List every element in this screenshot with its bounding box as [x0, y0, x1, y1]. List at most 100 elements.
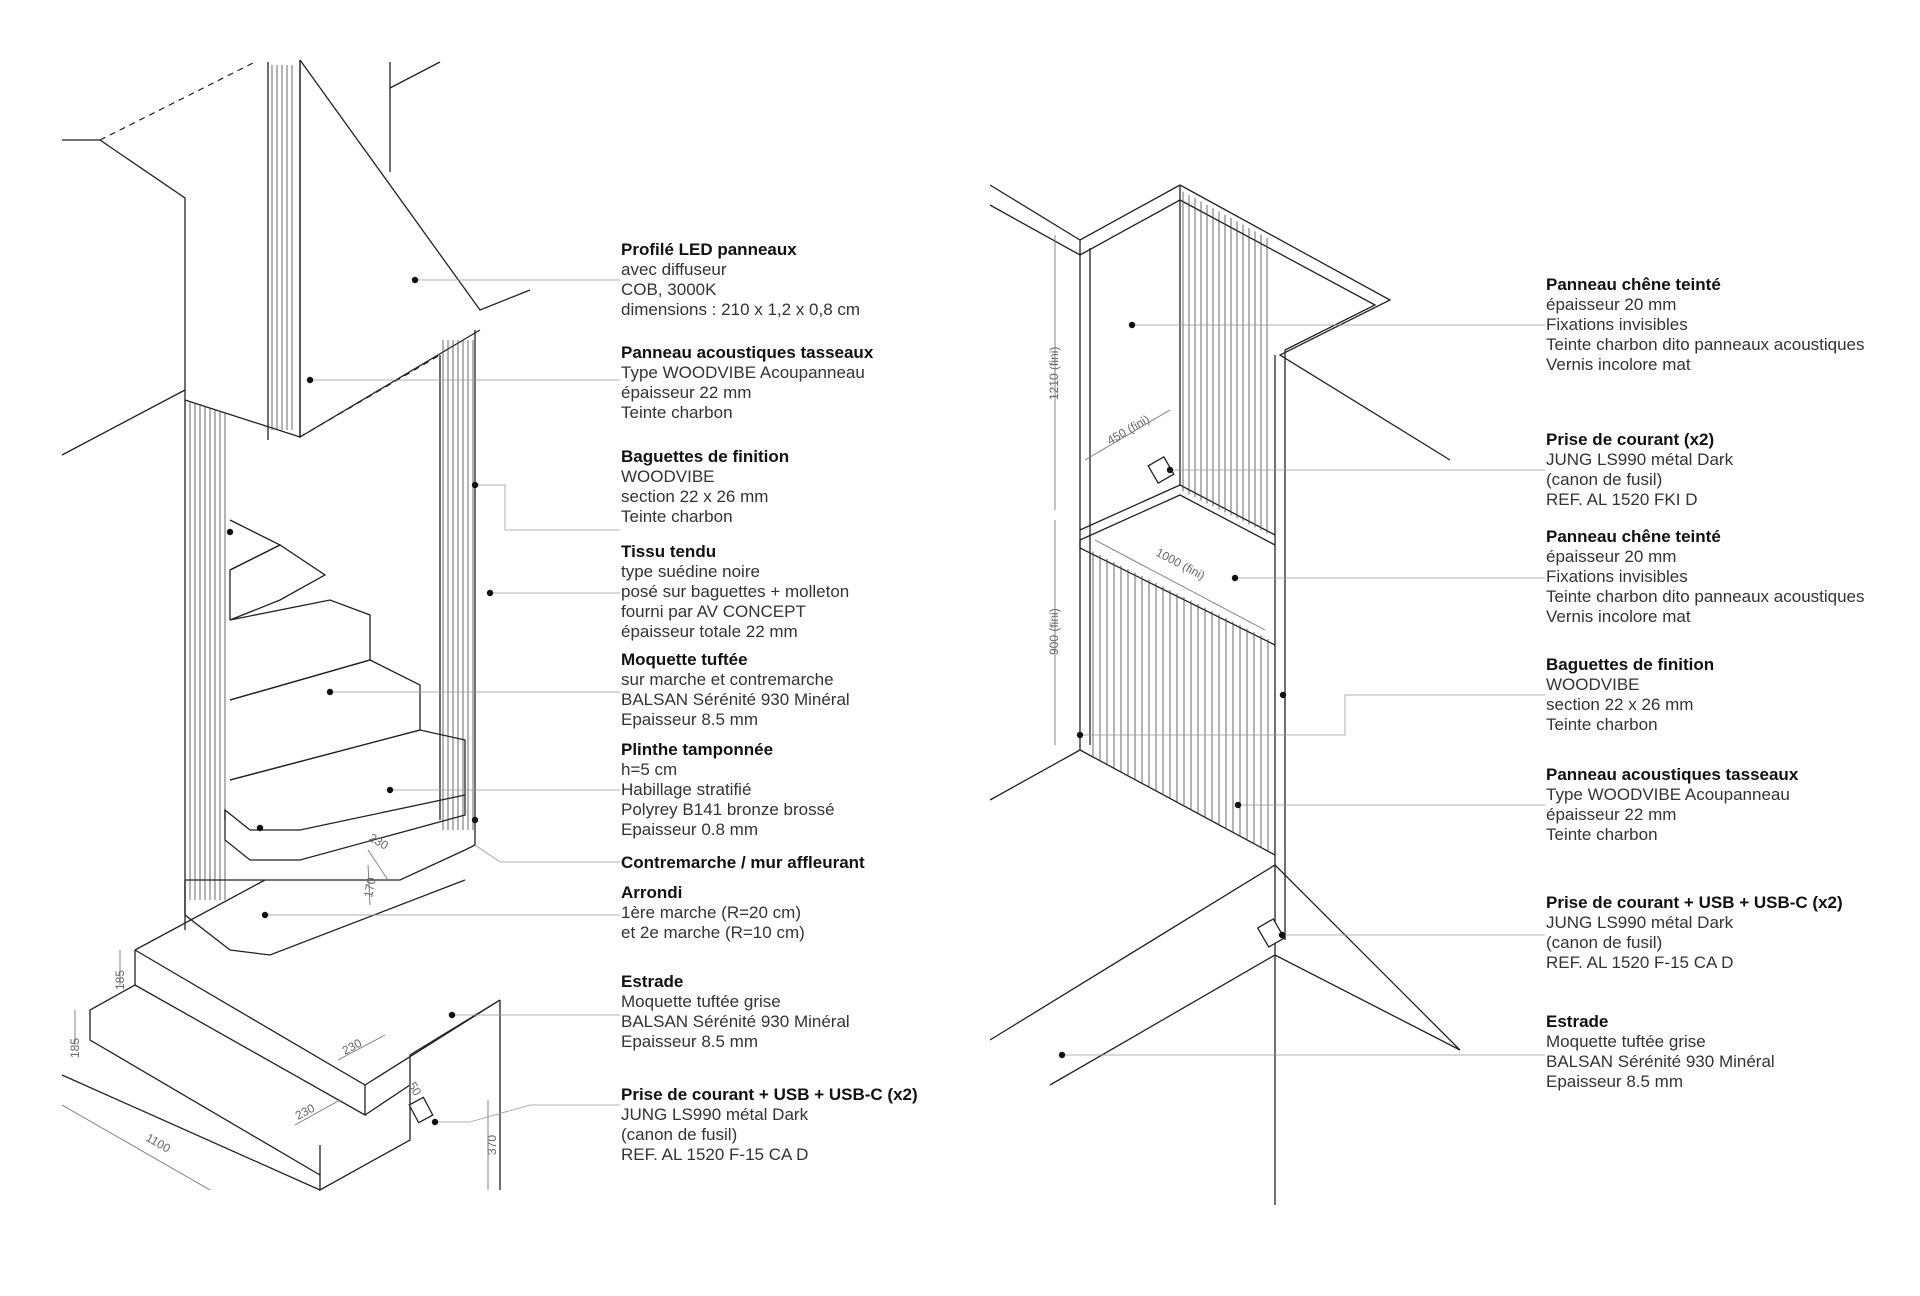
right-leaders [1062, 324, 1545, 1056]
label-line: (canon de fusil) [621, 1125, 738, 1144]
label-line: posé sur baguettes + molleton [621, 582, 850, 601]
label-line: Moquette tuftée grise [621, 992, 781, 1011]
label-line: section 22 x 26 mm [1546, 695, 1694, 714]
label-line: Fixations invisibles [1546, 315, 1688, 334]
label-title: Profilé LED panneaux [621, 240, 797, 259]
dim-185-b: 185 [68, 1038, 82, 1058]
label-line: WOODVIBE [1546, 675, 1640, 694]
label-line: et 2e marche (R=10 cm) [621, 923, 805, 942]
label-line: Epaisseur 8.5 mm [621, 710, 758, 729]
right-markers [1058, 321, 1287, 1059]
label-line: épaisseur 20 mm [1546, 295, 1677, 314]
label-line: REF. AL 1520 F-15 CA D [1546, 953, 1734, 972]
label-led-profile: Profilé LED panneaux avec diffuseur COB,… [621, 240, 1051, 320]
label-line: 1ère marche (R=20 cm) [621, 903, 801, 922]
label-tufted-carpet: Moquette tuftée sur marche et contremarc… [621, 650, 1051, 730]
label-line: WOODVIBE [621, 467, 715, 486]
label-line: Teinte charbon [621, 507, 733, 526]
label-line: sur marche et contremarche [621, 670, 834, 689]
label-title: Panneau acoustiques tasseaux [1546, 765, 1799, 784]
label-title: Baguettes de finition [1546, 655, 1715, 674]
label-rounded: Arrondi 1ère marche (R=20 cm) et 2e marc… [621, 883, 1051, 943]
stair-drawing [61, 59, 531, 1192]
label-line: (canon de fusil) [1546, 470, 1663, 489]
niche-drawing [989, 184, 1461, 1205]
label-line: JUNG LS990 métal Dark [1546, 450, 1734, 469]
label-line: épaisseur 20 mm [1546, 547, 1677, 566]
label-acoustic-panel: Panneau acoustiques tasseaux Type WOODVI… [621, 343, 1051, 423]
left-leaders [265, 279, 620, 1123]
label-line: épaisseur 22 mm [1546, 805, 1677, 824]
label-line: avec diffuseur [621, 260, 727, 279]
label-finishing-strips-right: Baguettes de finition WOODVIBE section 2… [1546, 655, 1906, 735]
label-line: Fixations invisibles [1546, 567, 1688, 586]
label-line: fourni par AV CONCEPT [621, 602, 806, 621]
dim-370: 370 [485, 1135, 499, 1155]
label-title: Prise de courant + USB + USB-C (x2) [621, 1085, 918, 1104]
label-title: Moquette tuftée [621, 650, 748, 669]
label-line: Type WOODVIBE Acoupanneau [1546, 785, 1790, 804]
label-line: Vernis incolore mat [1546, 607, 1691, 626]
label-line: Type WOODVIBE Acoupanneau [621, 363, 865, 382]
label-title: Arrondi [621, 883, 683, 902]
label-line: épaisseur 22 mm [621, 383, 752, 402]
label-line: h=5 cm [621, 760, 678, 779]
label-line: type suédine noire [621, 562, 760, 581]
label-title: Panneau acoustiques tasseaux [621, 343, 874, 362]
label-line: Epaisseur 0.8 mm [621, 820, 758, 839]
dim-450-fini: 450 (fini) [1105, 412, 1152, 447]
dim-50: 50 [405, 1080, 424, 1099]
label-title: Panneau chêne teinté [1546, 527, 1721, 546]
label-line: Epaisseur 8.5 mm [1546, 1072, 1683, 1091]
label-line: Teinte charbon [1546, 825, 1658, 844]
label-title: Plinthe tamponnée [621, 740, 774, 759]
label-line: (canon de fusil) [1546, 933, 1663, 952]
label-power-outlet-usb: Prise de courant + USB + USB-C (x2) JUNG… [621, 1085, 1051, 1165]
dim-1100: 1100 [144, 1130, 174, 1155]
label-line: JUNG LS990 métal Dark [621, 1105, 809, 1124]
label-line: Moquette tuftée grise [1546, 1032, 1706, 1051]
label-title: Baguettes de finition [621, 447, 790, 466]
dim-185-a: 185 [113, 970, 127, 990]
dim-900-fini: 900 (fini) [1047, 608, 1061, 655]
label-title: Panneau chêne teinté [1546, 275, 1721, 294]
dim-230-b: 230 [340, 1036, 365, 1058]
label-line: REF. AL 1520 FKI D [1546, 490, 1698, 509]
label-line: Teinte charbon dito panneaux acoustiques [1546, 587, 1865, 606]
label-platform-right: Estrade Moquette tuftée grise BALSAN Sér… [1546, 1012, 1906, 1092]
label-title: Tissu tendu [621, 542, 717, 561]
label-line: BALSAN Sérénité 930 Minéral [1546, 1052, 1775, 1071]
label-line: BALSAN Sérénité 930 Minéral [621, 1012, 850, 1031]
label-line: BALSAN Sérénité 930 Minéral [621, 690, 850, 709]
label-line: Teinte charbon [621, 403, 733, 422]
label-title: Contremarche / mur affleurant [621, 853, 865, 872]
label-title: Prise de courant (x2) [1546, 430, 1715, 449]
label-platform: Estrade Moquette tuftée grise BALSAN Sér… [621, 972, 1051, 1052]
label-line: JUNG LS990 métal Dark [1546, 913, 1734, 932]
label-skirting: Plinthe tamponnée h=5 cm Habillage strat… [621, 740, 1051, 840]
label-title: Prise de courant + USB + USB-C (x2) [1546, 893, 1843, 912]
left-markers [226, 276, 494, 1126]
label-title: Estrade [621, 972, 684, 991]
dim-230-c: 230 [293, 1101, 318, 1123]
dim-170: 170 [361, 876, 378, 898]
label-line: épaisseur totale 22 mm [621, 622, 798, 641]
dim-230-a: 230 [367, 830, 392, 852]
label-line: Teinte charbon [1546, 715, 1658, 734]
label-title: Estrade [1546, 1012, 1609, 1031]
label-power-outlet: Prise de courant (x2) JUNG LS990 métal D… [1546, 430, 1906, 510]
label-acoustic-panel-right: Panneau acoustiques tasseaux Type WOODVI… [1546, 765, 1906, 845]
label-riser-wall: Contremarche / mur affleurant [621, 853, 1051, 873]
label-line: Teinte charbon dito panneaux acoustiques [1546, 335, 1865, 354]
label-line: section 22 x 26 mm [621, 487, 769, 506]
dim-1000-fini: 1000 (fini) [1154, 545, 1208, 582]
label-line: Vernis incolore mat [1546, 355, 1691, 374]
label-oak-panel-bottom: Panneau chêne teinté épaisseur 20 mm Fix… [1546, 527, 1906, 627]
label-stretched-fabric: Tissu tendu type suédine noire posé sur … [621, 542, 1051, 642]
label-power-outlet-usb-right: Prise de courant + USB + USB-C (x2) JUNG… [1546, 893, 1906, 973]
dim-1210-fini: 1210 (fini) [1047, 347, 1061, 400]
label-line: Habillage stratifié [621, 780, 752, 799]
label-line: REF. AL 1520 F-15 CA D [621, 1145, 809, 1164]
label-line: Polyrey B141 bronze brossé [621, 800, 835, 819]
